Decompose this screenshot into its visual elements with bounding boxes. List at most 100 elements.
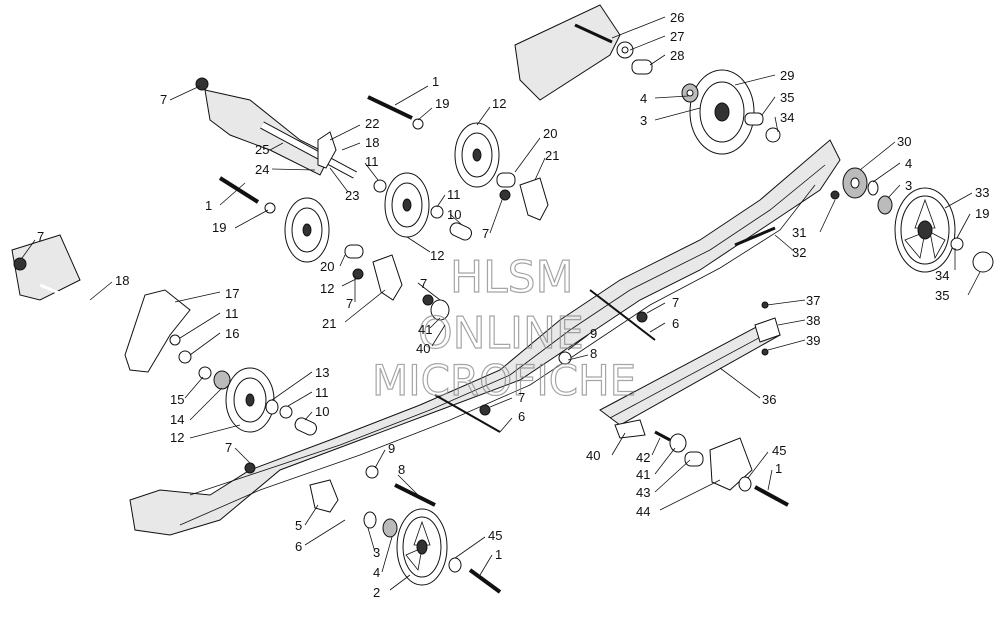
callout-1-lower: 1: [495, 547, 502, 562]
hub-30: [842, 167, 868, 199]
callout-39: 39: [806, 333, 820, 348]
callout-6-lower-mid: 6: [518, 409, 525, 424]
callout-11-lower: 11: [315, 385, 329, 400]
washer-34-right: [950, 237, 964, 251]
callout-4-top: 4: [640, 91, 647, 106]
callout-3-top: 3: [640, 113, 647, 128]
callout-10-mid: 10: [447, 207, 461, 222]
callout-7-top: 7: [160, 92, 167, 107]
washer-27: [616, 41, 634, 59]
callout-6-lower: 6: [295, 539, 302, 554]
nut-7-lower-left: [244, 462, 256, 474]
left-rail-front: [11, 234, 81, 301]
callout-26: 26: [670, 10, 684, 25]
callout-15: 15: [170, 392, 184, 407]
callout-12-lower: 12: [170, 430, 184, 445]
callout-14: 14: [170, 412, 184, 427]
callout-3-lower: 3: [373, 545, 380, 560]
spacer-10-mid: [449, 222, 473, 241]
callout-10-lower: 10: [315, 404, 329, 419]
callout-4-right: 4: [905, 156, 912, 171]
callout-8-right: 8: [590, 346, 597, 361]
callout-19-right: 19: [975, 206, 989, 221]
bolt-1-lower: [468, 568, 502, 594]
bolt-6-right: [589, 289, 656, 341]
callout-44: 44: [636, 504, 650, 519]
idler-wheel-12-mid: [384, 172, 430, 238]
callout-9-lower: 9: [388, 441, 395, 456]
callout-7-lower-mid: 7: [518, 390, 525, 405]
clip-40-right: [614, 419, 646, 439]
bearing-3-right: [877, 195, 893, 215]
washer-9-lower: [365, 465, 379, 479]
callout-24: 24: [255, 162, 269, 177]
spacer-10-lower: [294, 417, 318, 436]
callout-7-left: 7: [346, 296, 353, 311]
callout-35-top: 35: [780, 90, 794, 105]
washer-11-lower: [279, 405, 293, 419]
callout-45-lower: 45: [488, 528, 502, 543]
washer-41-right: [669, 433, 687, 453]
callout-28: 28: [670, 48, 684, 63]
bearing-14: [213, 370, 231, 390]
callout-31: 31: [792, 225, 806, 240]
callout-30: 30: [897, 134, 911, 149]
washer-11-left: [169, 334, 181, 346]
callout-13: 13: [315, 365, 329, 380]
nut-7-lower-mid: [479, 404, 491, 416]
callout-5: 5: [295, 518, 302, 533]
washer-13: [265, 399, 279, 415]
callout-7-top-mid: 7: [482, 226, 489, 241]
callout-labels: 26 27 28 4 3 29 35 34 30 4 3 33 19 34 35…: [21, 10, 989, 600]
washer-19-left: [264, 202, 276, 214]
callout-7-right: 7: [672, 295, 679, 310]
callout-25: 25: [255, 142, 269, 157]
callout-18-top: 18: [365, 135, 379, 150]
arm-17: [124, 289, 191, 373]
callout-21-top: 21: [545, 148, 559, 163]
bearing-3-lower: [363, 511, 377, 529]
callout-4-lower: 4: [373, 565, 380, 580]
callout-20-left: 20: [320, 259, 334, 274]
callout-11-mid: 11: [447, 187, 461, 202]
callout-43: 43: [636, 485, 650, 500]
callout-12-top: 12: [492, 96, 506, 111]
nut-7-top-left: [195, 77, 209, 91]
callout-18-left: 18: [115, 273, 129, 288]
idler-wheel-12-left: [284, 197, 330, 263]
nut-31: [830, 190, 840, 200]
callout-1-top: 1: [432, 74, 439, 89]
callout-19-top: 19: [435, 96, 449, 111]
callout-22: 22: [365, 116, 379, 131]
idler-wheel-12-top: [454, 122, 500, 188]
callout-38: 38: [806, 313, 820, 328]
idler-wheel-29: [689, 69, 755, 155]
idler-wheel-12-lower: [225, 367, 275, 433]
washer-15: [198, 366, 212, 380]
callout-32: 32: [792, 245, 806, 260]
bracket-21-top: [519, 177, 549, 221]
washer-34-top: [765, 127, 781, 143]
callout-11-left: 11: [225, 306, 239, 321]
nut-7-left: [352, 268, 364, 280]
lever-22: [317, 131, 337, 169]
shaft-18-upper: [260, 121, 357, 179]
callout-40-center: 40: [416, 341, 430, 356]
callout-16: 16: [225, 326, 239, 341]
callout-1-left: 1: [205, 198, 212, 213]
callout-37: 37: [806, 293, 820, 308]
pin-42: [654, 430, 671, 442]
callout-6-right: 6: [672, 316, 679, 331]
callout-40-right: 40: [586, 448, 600, 463]
watermark-line2: ONLINE: [418, 308, 584, 359]
bolt-6-mid: [434, 394, 501, 433]
front-wheel-2: [396, 508, 448, 586]
callout-7-front: 7: [37, 229, 44, 244]
nut-39: [761, 348, 769, 356]
callout-9-right: 9: [590, 326, 597, 341]
washer-11-top: [373, 179, 387, 193]
callout-36: 36: [762, 392, 776, 407]
callout-1-right: 1: [775, 461, 782, 476]
callout-7-lower: 7: [225, 440, 232, 455]
nut-7-front-left: [13, 257, 27, 271]
